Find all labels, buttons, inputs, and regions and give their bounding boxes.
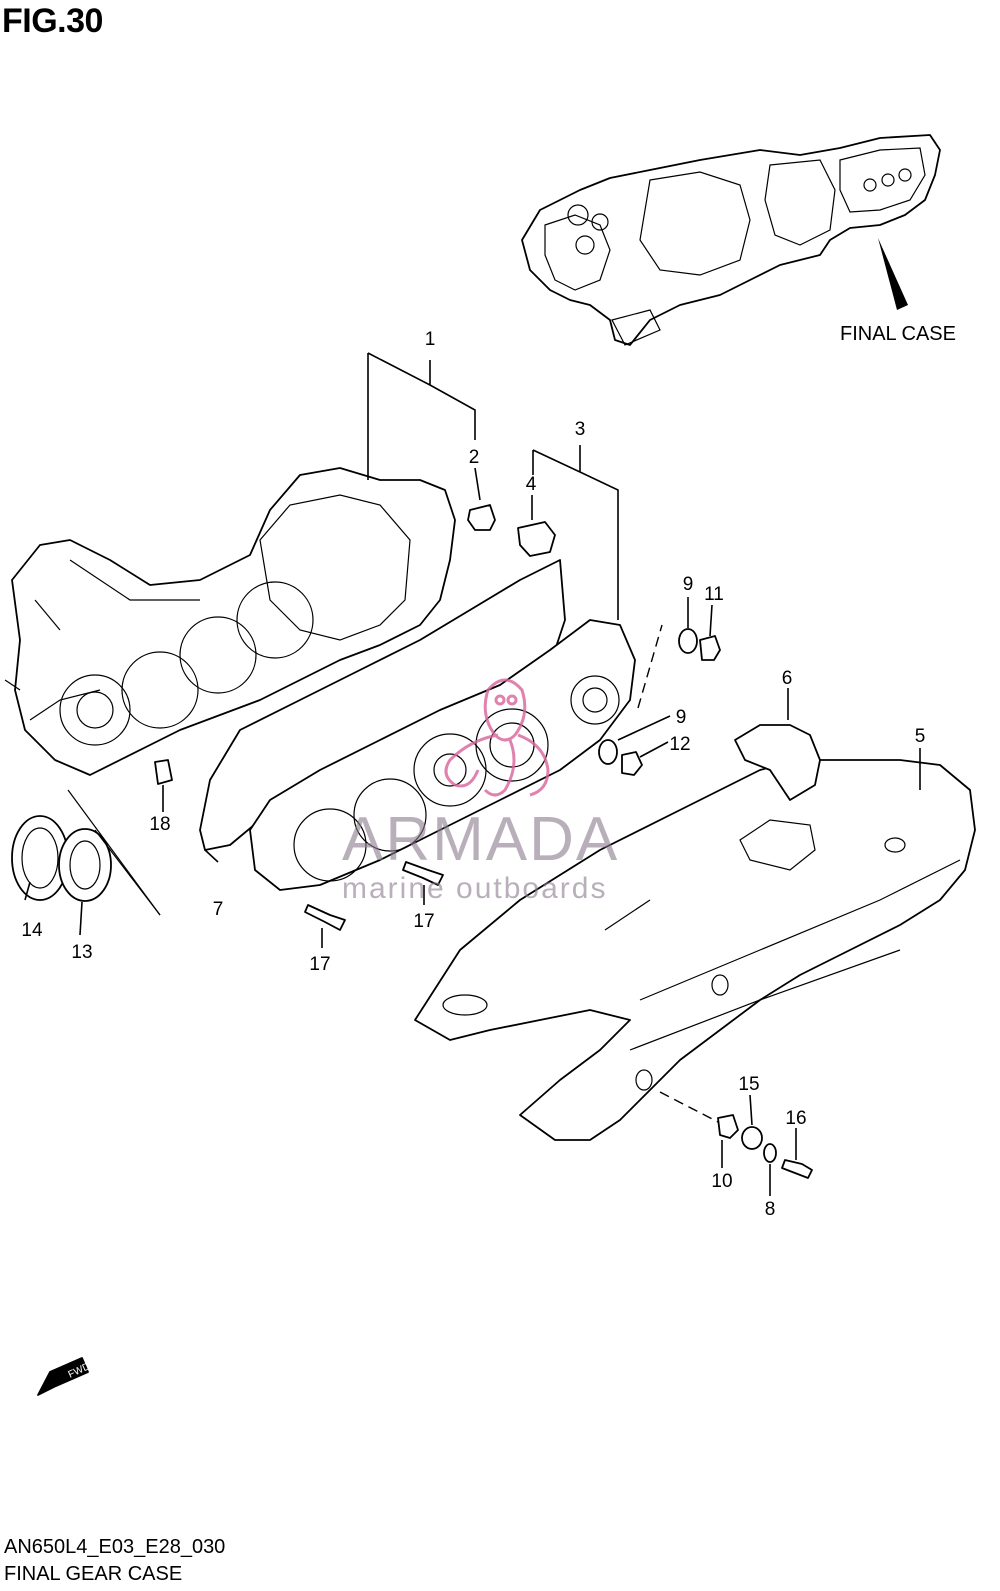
callout-14: 14 [21,920,43,941]
callout-7: 7 [213,899,224,920]
octopus-logo-icon [444,678,550,797]
callout-10: 10 [711,1171,732,1192]
left-gear-case-drawing [11,467,456,776]
callout-15: 15 [738,1074,759,1095]
plate-6-drawing [734,724,821,801]
callout-17-right: 17 [413,911,434,932]
drawing-code: AN650L4_E03_E28_030 [4,1536,226,1558]
small-parts-drawing [11,504,813,1396]
callout-16: 16 [785,1108,806,1129]
callout-13: 13 [71,942,92,963]
callout-3: 3 [575,419,586,440]
callout-5: 5 [915,726,926,747]
watermark: ARMADA marine outboards [342,678,619,905]
case-cover-5-drawing [414,759,976,1141]
drawing-name: FINAL GEAR CASE [4,1563,183,1585]
callout-18: 18 [149,814,170,835]
callout-6: 6 [782,668,793,689]
callout-17-left: 17 [309,954,330,975]
callout-4: 4 [526,474,537,495]
final-case-assembly-drawing [521,134,941,346]
callout-9-lower: 9 [676,707,687,728]
callout-2: 2 [469,447,480,468]
callout-9-upper: 9 [683,574,694,595]
callout-8: 8 [765,1199,776,1220]
callout-1: 1 [425,329,436,350]
watermark-tagline: marine outboards [342,872,607,905]
watermark-brand: ARMADA [342,805,619,874]
leader-lines [4,352,921,1196]
right-gear-case-drawing [249,619,636,891]
callout-12: 12 [669,734,690,755]
callout-11: 11 [704,584,724,605]
final-case-label: FINAL CASE [840,323,956,345]
figure-title: FIG.30 [2,2,103,40]
callouts: 1 2 3 4 5 6 7 8 9 9 10 11 12 13 14 15 16… [21,329,925,1220]
